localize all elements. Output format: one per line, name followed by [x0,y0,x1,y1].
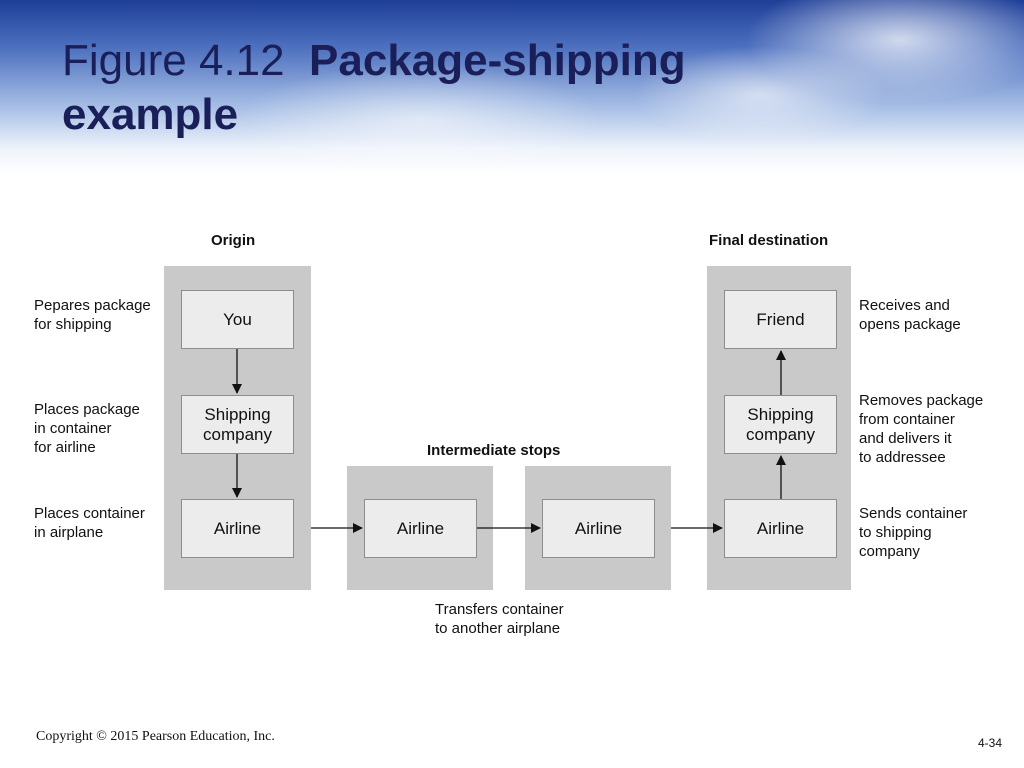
node-airline-intermediate-1: Airline [364,499,477,558]
annotation-sends-container: Sends container to shipping company [859,505,968,560]
node-shipping-company-origin: Shipping company [181,395,294,454]
intermediate-label: Intermediate stops [427,442,561,459]
node-airline-intermediate-2-label: Airline [574,518,623,538]
annotation-prepares-package: Pepares package for shipping [34,297,151,333]
origin-label: Origin [211,232,256,249]
node-friend: Friend [724,290,837,349]
annotation-removes-package: Removes package from container and deliv… [859,392,984,466]
node-airline-intermediate-1-label: Airline [396,518,445,538]
annotation-transfers-container: Transfers container to another airplane [435,601,564,637]
node-friend-label: Friend [756,309,805,329]
node-airline-intermediate-2: Airline [542,499,655,558]
title-main-line1: Package-shipping [309,36,686,85]
node-airline-final: Airline [724,499,837,558]
node-shipping-company-final-label: Shipping company [746,404,815,444]
title-figure-number: Figure 4.12 [62,36,285,85]
node-shipping-company-origin-label: Shipping company [203,404,272,444]
slide-title: Figure 4.12 Package-shipping example [62,34,962,142]
node-you-label: You [223,309,252,329]
annotation-receives-package: Receives and opens package [859,297,961,333]
node-you: You [181,290,294,349]
title-main-line2: example [62,90,239,139]
annotation-places-package: Places package in container for airline [34,401,140,456]
node-shipping-company-final: Shipping company [724,395,837,454]
final-destination-label: Final destination [709,232,829,249]
node-airline-origin-label: Airline [213,518,262,538]
node-airline-final-label: Airline [756,518,805,538]
page-number: 4-34 [978,736,1003,750]
node-airline-origin: Airline [181,499,294,558]
copyright-notice: Copyright © 2015 Pearson Education, Inc. [36,729,275,744]
slide-header-background [0,0,1024,175]
annotation-places-container: Places container in airplane [34,505,145,541]
